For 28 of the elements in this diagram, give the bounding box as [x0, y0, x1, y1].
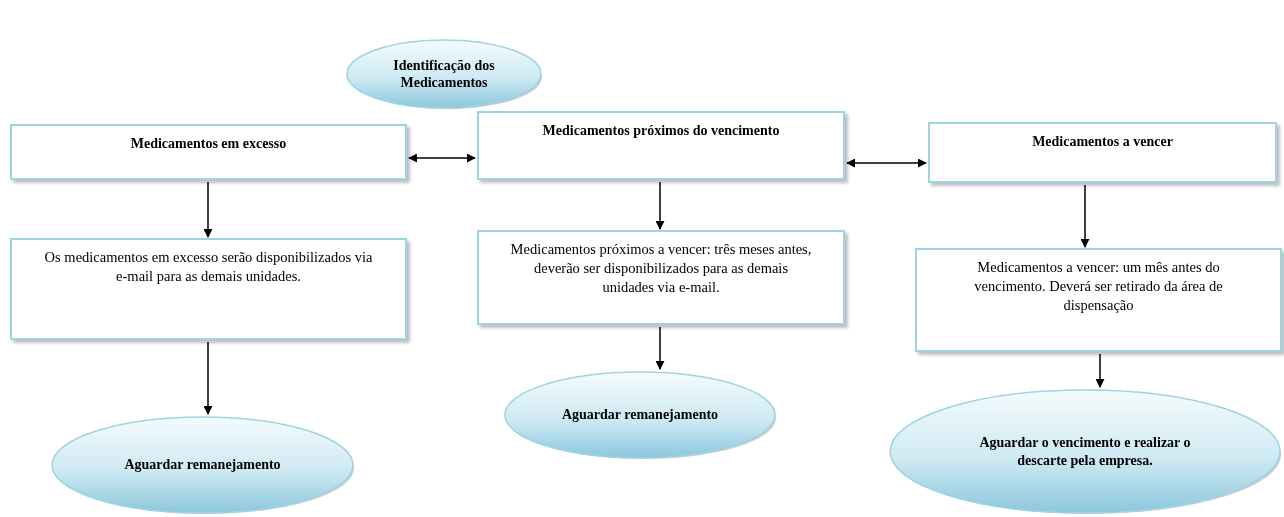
- arrow: [203, 181, 213, 238]
- node-text: Os medicamentos em excesso serão disponibilizados via e-mail para as demais unidades.: [43, 248, 374, 286]
- terminal-ellipse: [345, 38, 543, 110]
- terminal-ellipse: [503, 370, 777, 460]
- arrow: [203, 341, 213, 415]
- arrow: [1080, 184, 1090, 248]
- terminal-ellipse: [50, 415, 355, 515]
- arrow: [1095, 353, 1105, 388]
- description-box: [477, 230, 845, 325]
- category-box: [10, 124, 407, 180]
- node-text: Medicamentos a vencer: um mês antes do vencimento. Deverá ser retirado da área de dispensação: [973, 258, 1224, 315]
- node-title: Aguardar o vencimento e realizar o descarte pela empresa.: [978, 434, 1192, 469]
- arrow: [846, 158, 927, 168]
- node-title: Aguardar remanejamento: [124, 456, 281, 474]
- terminal-ellipse: [888, 388, 1282, 515]
- arrow: [655, 326, 665, 370]
- node-title: Medicamentos a vencer: [1032, 134, 1173, 150]
- arrow: [408, 153, 476, 163]
- node-title: Medicamentos próximos do vencimento: [542, 123, 780, 139]
- arrow: [655, 181, 665, 230]
- node-title: Medicamentos em excesso: [130, 136, 287, 152]
- node-title: Identificação dos Medicamentos: [392, 56, 496, 92]
- category-box: [477, 111, 845, 180]
- node-text: Medicamentos próximos a vencer: três meses antes, deverão ser disponibilizados para as demais unidades via e-mail.: [509, 240, 813, 297]
- node-title: Aguardar remanejamento: [561, 406, 719, 424]
- category-box: [928, 122, 1277, 183]
- description-box: [10, 238, 407, 340]
- description-box: [915, 248, 1282, 352]
